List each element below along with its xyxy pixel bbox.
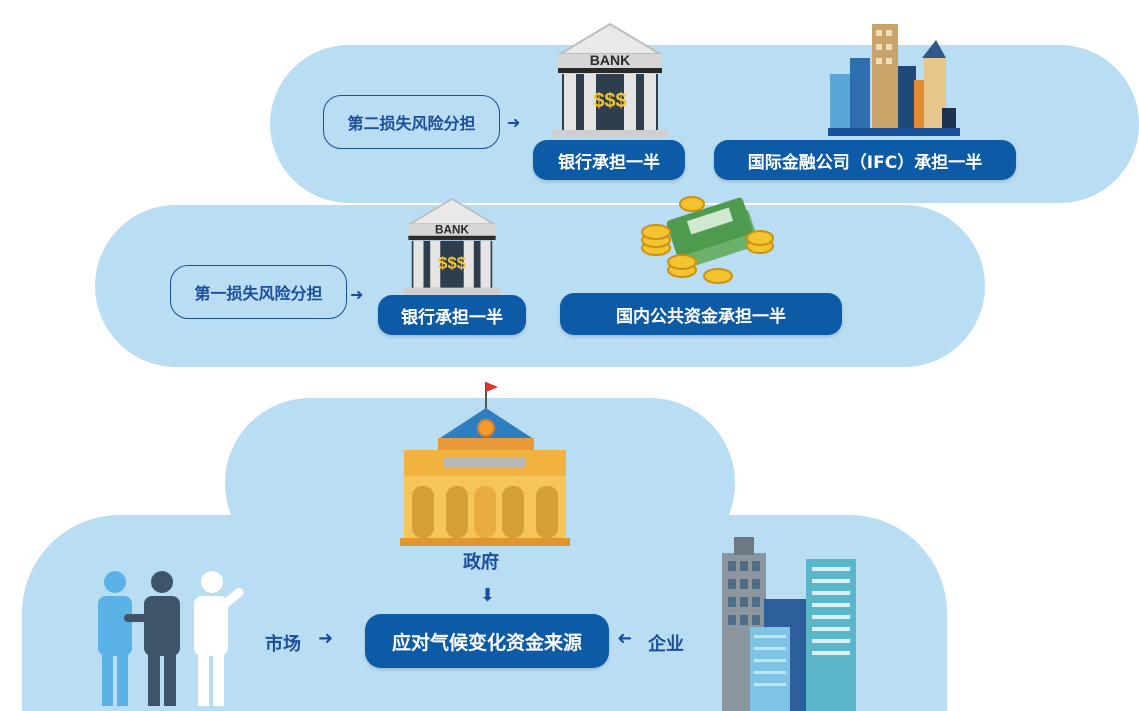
arrow-right-icon: ➜ [318, 628, 334, 649]
bank-building-icon: BANK $$$ [552, 22, 668, 138]
climate-finance-source-pill: 应对气候变化资金来源 [365, 614, 609, 668]
government-building-icon [400, 382, 570, 546]
top-bank-half-pill: 银行承担一半 [533, 140, 685, 180]
money-coins-icon [641, 196, 774, 284]
domestic-public-half-pill: 国内公共资金承担一半 [560, 293, 842, 335]
arrow-down-icon: ⬇ [480, 585, 496, 606]
bank-money-sign: $$$ [438, 253, 467, 272]
middle-tier-background [95, 205, 985, 367]
enterprise-label: 企业 [648, 634, 684, 655]
bank-money-sign: $$$ [593, 90, 626, 112]
arrow-left-icon: ➜ [617, 628, 633, 649]
first-loss-risk-label: 第一损失风险分担 [170, 265, 347, 319]
market-label: 市场 [265, 634, 301, 655]
arrow-right-icon: ➜ [350, 285, 364, 304]
arrow-right-icon: ➜ [507, 113, 521, 132]
bank-sign: BANK [435, 223, 469, 236]
ifc-half-pill: 国际金融公司（IFC）承担一半 [714, 140, 1016, 180]
bank-sign: BANK [590, 52, 630, 68]
second-loss-risk-label: 第二损失风险分担 [323, 95, 500, 149]
bank-building-icon: BANK $$$ [403, 197, 501, 295]
government-label: 政府 [463, 552, 499, 573]
people-group-icon [98, 571, 244, 706]
middle-bank-half-pill: 银行承担一半 [378, 295, 526, 335]
city-skyline-icon [828, 24, 960, 136]
skyscrapers-icon [722, 537, 856, 711]
